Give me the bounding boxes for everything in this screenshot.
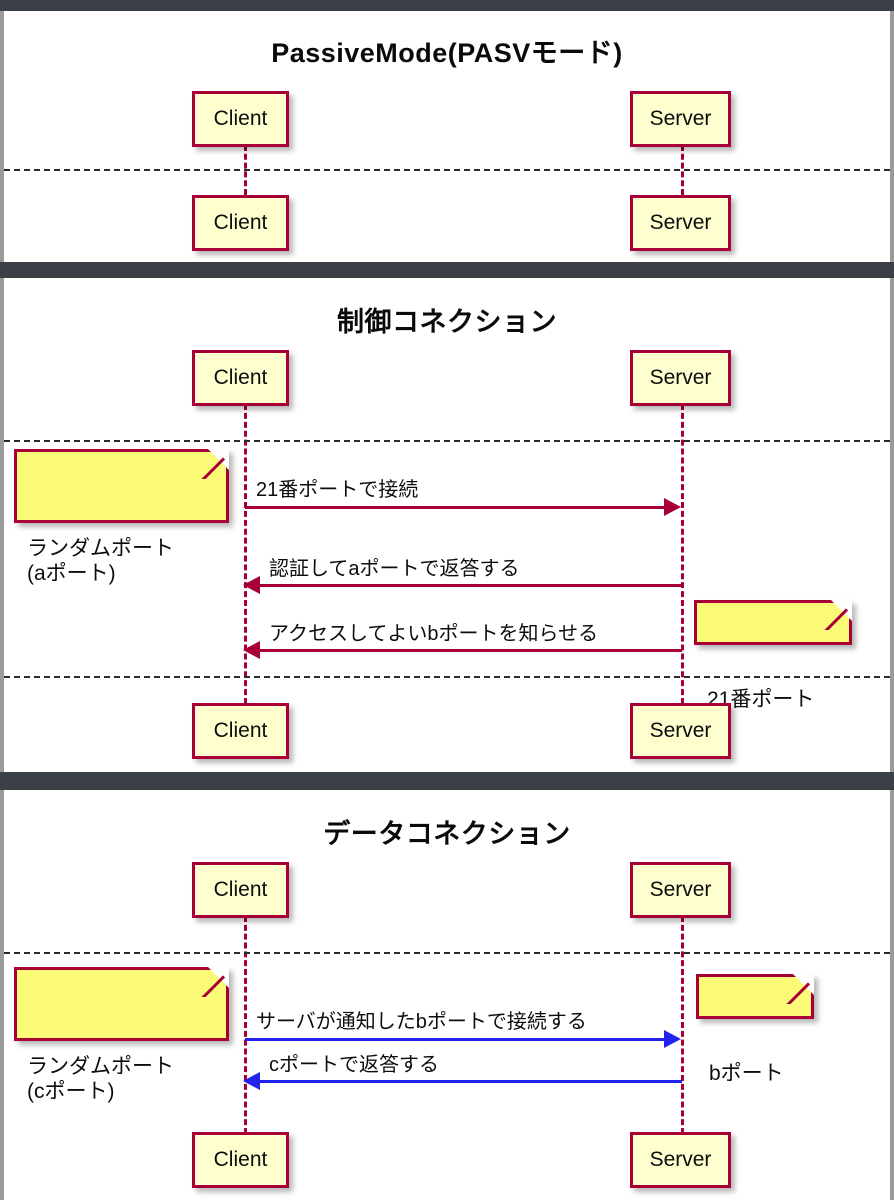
panel-title-data-connection: データコネクション (323, 819, 571, 849)
divider-dashed-passive (4, 169, 890, 171)
participant-label: Client (213, 719, 268, 742)
separator-bar-2 (0, 772, 894, 790)
divider-dashed-control-top (4, 440, 890, 442)
arrowhead-right-connect-port-21 (664, 498, 681, 516)
participant-server-bottom[interactable]: Server (630, 1132, 731, 1188)
page-edge-right (890, 0, 894, 1200)
note-text: 21番ポート (707, 687, 815, 711)
message-label-auth-reply-a-port: 認証してaポートで返答する (269, 558, 520, 580)
participant-server-top[interactable]: Server (630, 91, 731, 147)
arrowhead-left-auth-reply-a-port (243, 576, 260, 594)
lifeline-client (244, 404, 247, 704)
divider-dashed-data (4, 952, 890, 954)
message-label-announce-b-port: アクセスしてよいbポートを知らせる (269, 623, 599, 645)
participant-label: Server (649, 878, 712, 901)
panel-control-connection: 制御コネクション Client Server ランダムポート (aポート) 21… (4, 278, 890, 772)
participant-label: Server (649, 211, 712, 234)
arrowhead-right-connect-b-port (664, 1030, 681, 1048)
message-line-connect-port-21 (245, 506, 665, 509)
participant-server-bottom[interactable]: Server (630, 703, 731, 759)
separator-bar-top (0, 0, 894, 11)
note-fold-icon (831, 600, 852, 621)
message-line-auth-reply-a-port (260, 584, 682, 587)
page-edge-left (0, 0, 4, 1200)
participant-client-top[interactable]: Client (192, 91, 289, 147)
divider-dashed-control-bottom (4, 676, 890, 678)
note-port-21: 21番ポート (694, 600, 852, 711)
participant-server-top[interactable]: Server (630, 862, 731, 918)
participant-server-bottom[interactable]: Server (630, 195, 731, 251)
message-line-connect-b-port (245, 1038, 665, 1041)
participant-client-bottom[interactable]: Client (192, 195, 289, 251)
note-random-port-c: ランダムポート (cポート) (14, 967, 229, 1103)
separator-bar-1 (0, 262, 894, 278)
participant-label: Server (649, 366, 712, 389)
arrowhead-left-reply-c-port (243, 1072, 260, 1090)
note-text: bポート (709, 1061, 784, 1085)
note-fold-icon (793, 974, 814, 995)
participant-label: Client (213, 366, 268, 389)
message-line-announce-b-port (260, 649, 682, 652)
message-line-reply-c-port (260, 1080, 682, 1083)
participant-client-top[interactable]: Client (192, 350, 289, 406)
panel-passive-mode: PassiveMode(PASVモード) Client Server Clien… (4, 11, 890, 262)
participant-label: Server (649, 1148, 712, 1171)
participant-client-bottom[interactable]: Client (192, 703, 289, 759)
note-text: ランダムポート (aポート) (27, 536, 174, 586)
participant-label: Server (649, 719, 712, 742)
participant-client-bottom[interactable]: Client (192, 1132, 289, 1188)
arrowhead-left-announce-b-port (243, 641, 260, 659)
participant-label: Client (213, 211, 268, 234)
lifeline-server (681, 404, 684, 704)
message-label-connect-port-21: 21番ポートで接続 (256, 479, 419, 501)
note-random-port-a: ランダムポート (aポート) (14, 449, 229, 585)
panel-data-connection: データコネクション Client Server ランダムポート (cポート) b… (4, 790, 890, 1200)
participant-client-top[interactable]: Client (192, 862, 289, 918)
lifeline-server (681, 916, 684, 1134)
panel-title-control-connection: 制御コネクション (337, 307, 557, 337)
note-fold-icon (208, 967, 229, 988)
note-fold-icon (208, 449, 229, 470)
participant-label: Client (213, 1148, 268, 1171)
lifeline-client (244, 916, 247, 1134)
message-label-reply-c-port: cポートで返答する (269, 1054, 439, 1076)
participant-label: Server (649, 107, 712, 130)
participant-label: Client (213, 107, 268, 130)
note-port-b: bポート (696, 974, 814, 1085)
note-text: ランダムポート (cポート) (27, 1054, 174, 1104)
panel-title-passive-mode: PassiveMode(PASVモード) (271, 38, 623, 68)
message-label-connect-b-port: サーバが通知したbポートで接続する (256, 1011, 587, 1033)
participant-server-top[interactable]: Server (630, 350, 731, 406)
participant-label: Client (213, 878, 268, 901)
